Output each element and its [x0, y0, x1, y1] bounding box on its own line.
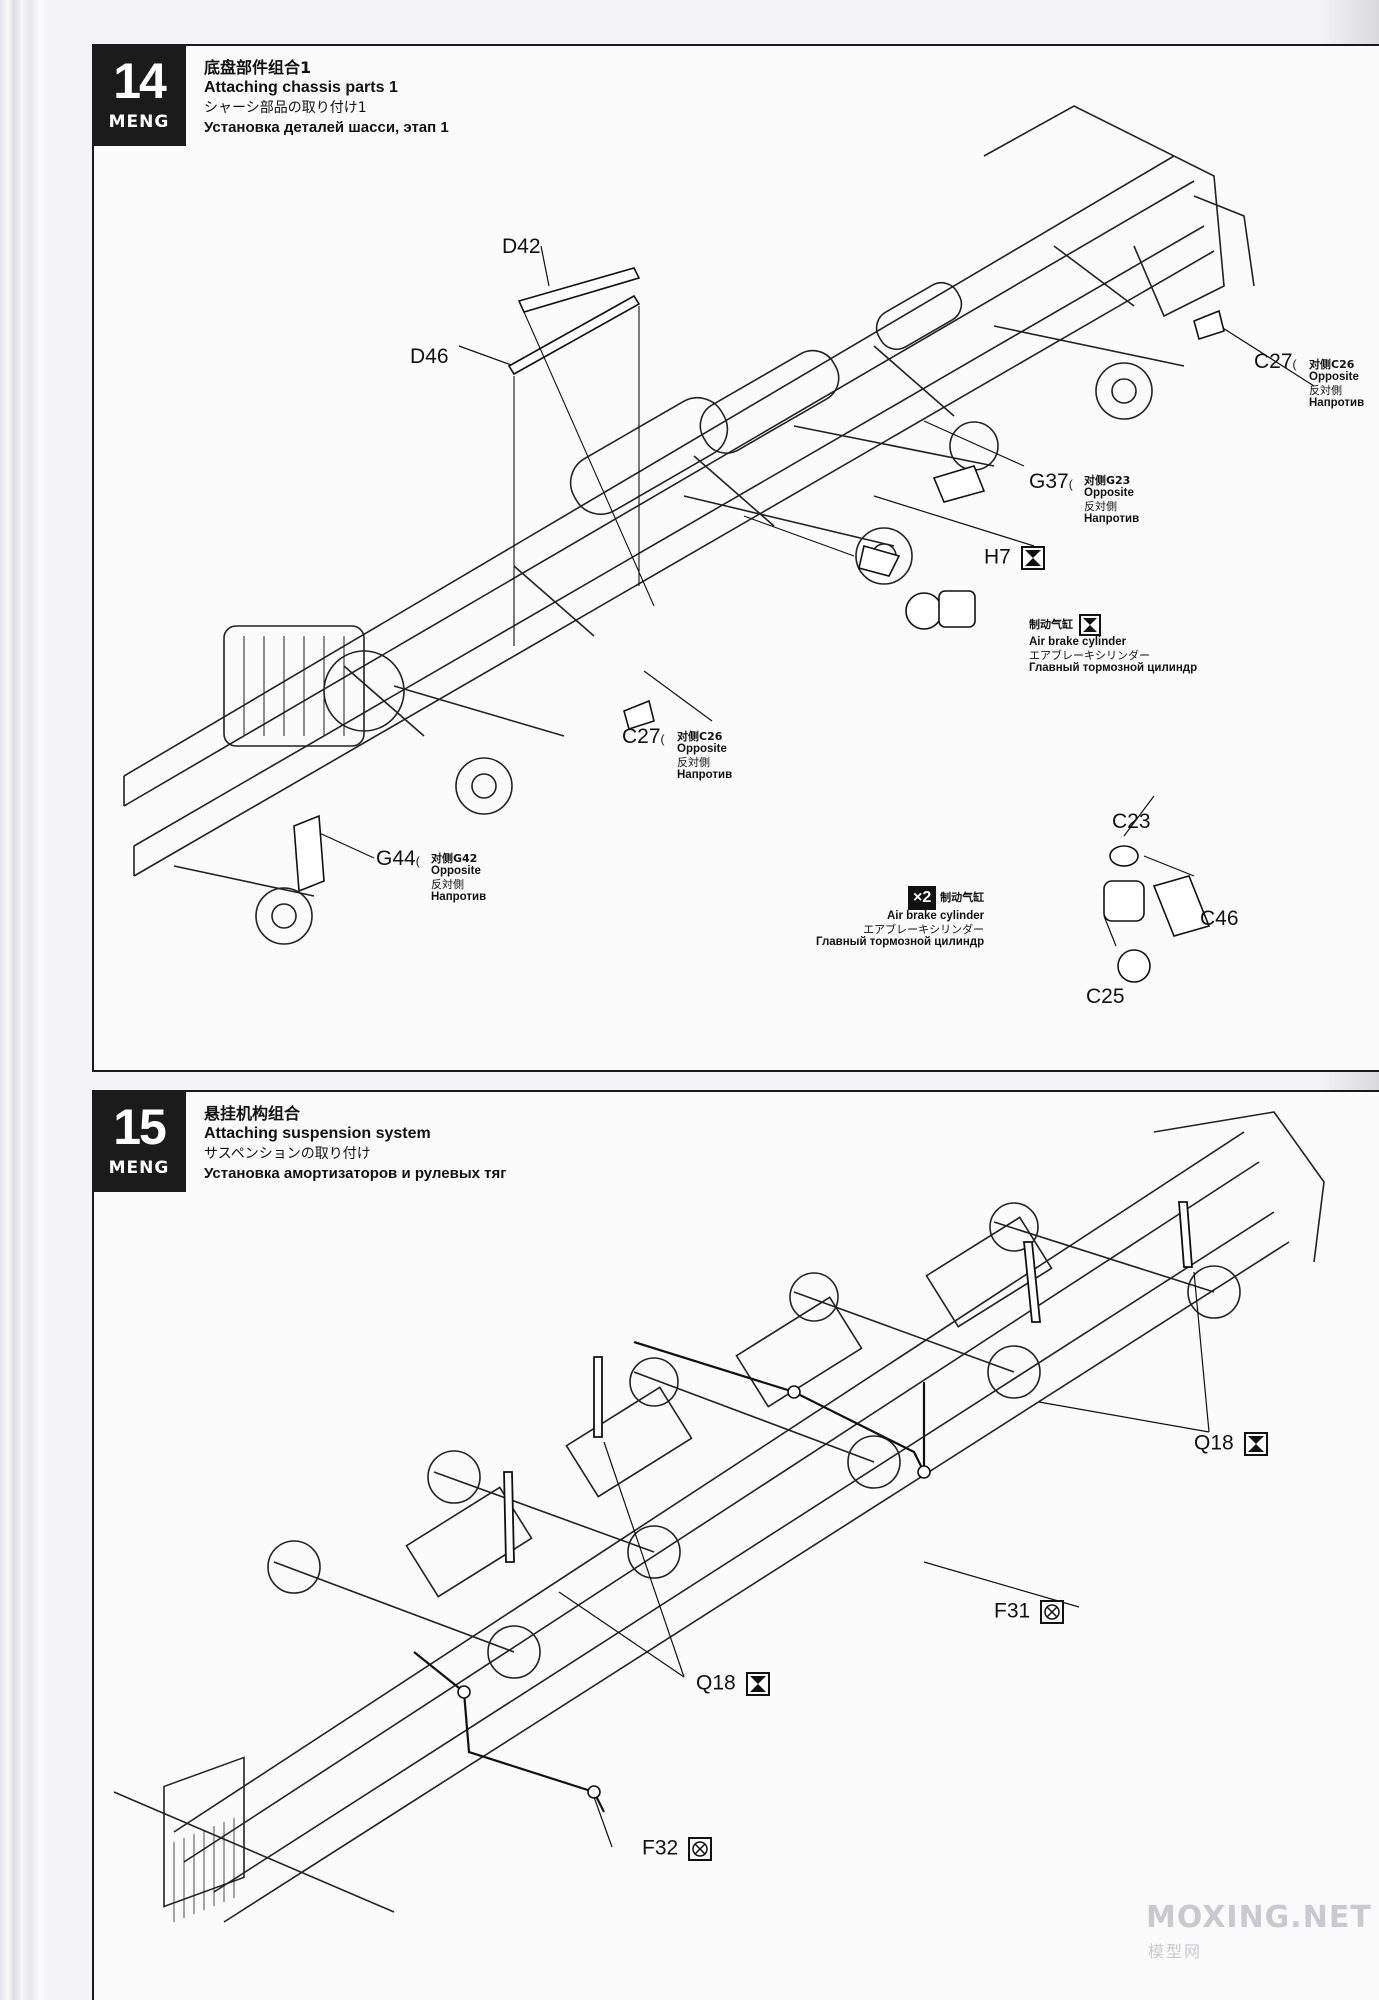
step-title-en: Attaching suspension system: [204, 1125, 431, 1142]
no-glue-icon: [1079, 614, 1101, 636]
callout-h7-label: H7: [984, 545, 1011, 569]
no-glue-icon: [1020, 546, 1045, 570]
opposite-ru: Напротив: [677, 769, 733, 781]
callout-f31: F31: [994, 1599, 1065, 1624]
callout-c46: C46: [1200, 907, 1239, 930]
callout-q18-right: Q18: [1194, 1432, 1268, 1456]
callout-g37-label: G37: [1029, 470, 1069, 493]
brake-zh: ×2 制动气缸: [816, 886, 984, 910]
step-title-ja: サスペンションの取り付け: [204, 1146, 371, 1162]
step-15-titles: 悬挂机构组合 Attaching suspension system サスペンシ…: [204, 1104, 507, 1184]
opposite-zh: 对侧G42: [431, 852, 478, 865]
brake-ja: エアブレーキシリンダー: [1029, 649, 1150, 662]
callout-g44: G44(: [376, 847, 420, 870]
step-14-badge: 14 MENG: [92, 44, 186, 146]
site-watermark: MOXING.NET: [1146, 1900, 1372, 1935]
step-title-zh: 底盘部件组合1: [204, 58, 312, 77]
opposite-ru: Напротив: [1309, 397, 1365, 409]
opposite-zh: 对侧G23: [1084, 474, 1131, 487]
no-glue-icon: [745, 1672, 770, 1696]
step-title-en: Attaching chassis parts 1: [204, 79, 398, 96]
opposite-en: Opposite: [1309, 371, 1359, 383]
brake-en: Air brake cylinder: [886, 910, 985, 922]
c27-mid-opposite-note: 对侧C26 Opposite 反対側 Напротив: [677, 730, 732, 782]
callout-c23: C23: [1112, 810, 1151, 833]
glue-icon: [1040, 1600, 1065, 1624]
site-watermark-sub: 模型网: [1148, 1942, 1203, 1961]
step-15-panel: 15 MENG 悬挂机构组合 Attaching suspension syst…: [92, 1090, 1379, 2000]
step-title-ja: シャーシ部品の取り付け1: [204, 100, 367, 116]
g37-opposite-note: 对侧G23 Opposite 反対側 Напротив: [1084, 474, 1139, 526]
callout-c27-mid-label: C27: [622, 725, 661, 748]
opposite-en: Opposite: [1084, 487, 1134, 499]
opposite-ja: 反対側: [431, 878, 464, 891]
opposite-ru: Напротив: [1084, 513, 1140, 525]
brake-cylinder-note-left: ×2 制动气缸 Air brake cylinder エアブレーキシリンダー Г…: [816, 886, 984, 949]
brake-ru: Главный тормозной цилиндр: [816, 936, 985, 948]
step-number: 14: [113, 53, 167, 109]
callout-d42: D42: [502, 235, 541, 258]
multiplier-badge: ×2: [908, 886, 937, 910]
callout-c27-mid: C27(: [622, 725, 665, 748]
meng-logo: MENG: [108, 112, 170, 132]
step-14-titles: 底盘部件组合1 Attaching chassis parts 1 シャーシ部品…: [204, 58, 449, 138]
callout-g37: G37(: [1029, 470, 1073, 493]
callout-c27-top: C27(: [1254, 350, 1297, 373]
callout-f32: F32: [642, 1836, 713, 1861]
brake-ru: Главный тормозной цилиндр: [1029, 662, 1198, 674]
brake-ja: エアブレーキシリンダー: [863, 923, 985, 936]
glue-icon: [688, 1837, 713, 1861]
callout-q18-left: Q18: [696, 1672, 770, 1696]
no-glue-icon: [1243, 1432, 1268, 1456]
opposite-ja: 反対側: [677, 756, 710, 769]
step-title-ru: Установка амортизаторов и рулевых тяг: [204, 1165, 507, 1182]
suspension-assembly-drawing: [113, 1111, 1325, 1923]
callout-q18-left-label: Q18: [696, 1671, 736, 1695]
meng-logo: MENG: [108, 1158, 170, 1178]
callout-c25: C25: [1086, 985, 1125, 1008]
callout-d46: D46: [410, 345, 449, 368]
opposite-ja: 反対側: [1084, 500, 1117, 513]
callout-f32-label: F32: [642, 1836, 679, 1860]
step-title-zh: 悬挂机构组合: [204, 1104, 301, 1123]
page-binding-edge: [0, 0, 48, 2000]
opposite-en: Opposite: [677, 743, 727, 755]
step-number: 15: [113, 1099, 167, 1155]
callout-g44-label: G44: [376, 847, 416, 870]
callout-q18-right-label: Q18: [1194, 1431, 1234, 1455]
opposite-zh: 对侧C26: [1309, 358, 1355, 371]
brake-zh: 制动气缸: [1029, 614, 1197, 636]
brake-en: Air brake cylinder: [1029, 636, 1127, 648]
chassis-assembly-drawing: [123, 105, 1315, 983]
opposite-ru: Напротив: [431, 891, 487, 903]
step-title-ru: Установка деталей шасси, этап 1: [204, 119, 449, 136]
c27-top-opposite-note: 对侧C26 Opposite 反対側 Напротив: [1309, 358, 1364, 410]
opposite-zh: 对侧C26: [677, 730, 723, 743]
brake-cylinder-note-right: 制动气缸 Air brake cylinder エアブレーキシリンダー Глав…: [1029, 614, 1197, 675]
callout-f31-label: F31: [994, 1599, 1031, 1623]
opposite-en: Opposite: [431, 865, 481, 877]
g44-opposite-note: 对侧G42 Opposite 反対側 Напротив: [431, 852, 486, 904]
step-15-badge: 15 MENG: [92, 1090, 186, 1192]
callout-h7: H7: [984, 546, 1045, 570]
opposite-ja: 反対側: [1309, 384, 1342, 397]
callout-c27-top-label: C27: [1254, 350, 1293, 373]
step-14-panel: 14 MENG 底盘部件组合1 Attaching chassis parts …: [92, 44, 1379, 1072]
